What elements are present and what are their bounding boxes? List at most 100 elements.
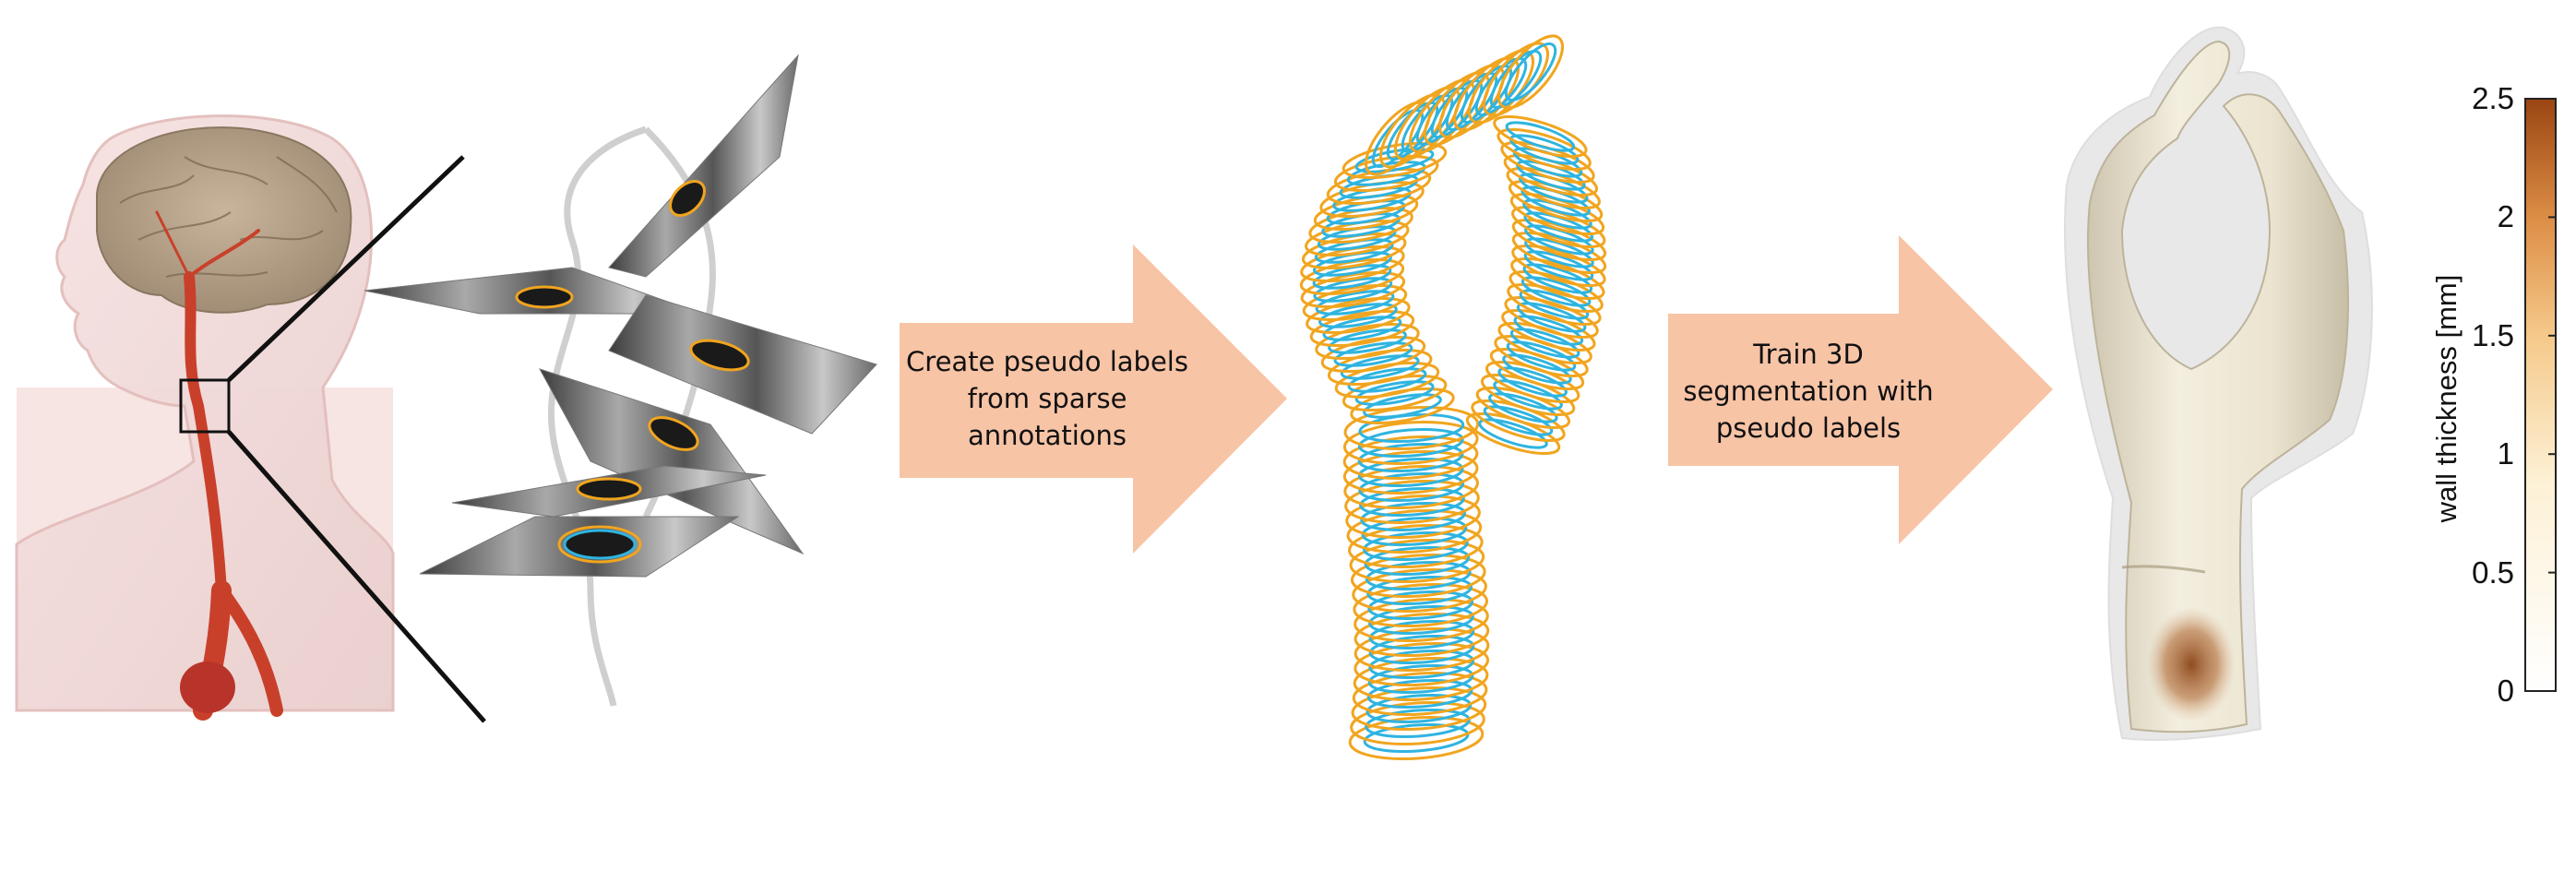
aortic-arch [180,662,235,713]
wall-contour [1493,115,1588,158]
lumen-contour [1513,315,1584,346]
lumen-contour [1363,393,1442,419]
lumen-contour [1506,340,1577,372]
lumen-contour [1328,328,1407,354]
lumen-contour [1367,590,1474,621]
wall-contour [1344,479,1480,525]
wall-contour [1333,154,1439,193]
anatomy-illustration [15,114,395,721]
wall-contour [1351,685,1487,732]
wall-contour [1353,656,1489,702]
wall-contour [1300,270,1406,309]
lumen-contour [1368,634,1475,665]
wall-contour [1510,257,1605,300]
wall-contour [1504,296,1599,339]
lumen-contour [1357,457,1464,488]
lumen-contour [1493,379,1563,411]
zoom-line-top [227,155,465,382]
wall-contour [1354,626,1490,673]
colorbar-tick-label: 0 [2497,673,2514,708]
zoom-box [179,378,231,434]
wall-contour [1343,464,1479,510]
lumen-contour [1313,277,1393,303]
lumen-contour [1516,302,1587,333]
step-1-label: Create pseudo labels from sparse annotat… [906,346,1188,451]
lumen-contour [1354,148,1435,173]
wall-contour [1350,553,1486,599]
lumen-contour [1361,516,1468,547]
lumen-contour [1358,471,1465,503]
wall-contour [1350,700,1485,746]
lumen-contour [1358,412,1465,444]
lumen-contour [1505,121,1576,152]
lumen-contour [1315,290,1395,316]
slice-6-wall [557,525,642,564]
wall-contour [1334,361,1440,399]
lumen-contour [1523,250,1594,281]
lumen-contour [1366,575,1473,606]
lumen-contour [1504,42,1557,101]
colorbar-tick-label: 1 [2497,436,2514,471]
slice-4 [538,368,805,555]
wall-contour [1507,283,1602,326]
wall-contour [1497,34,1564,110]
lumen-contour [1347,367,1427,393]
lumen-contour [1488,392,1558,423]
brain-shape [96,126,352,314]
wall-contour [1354,641,1490,687]
wall-contour [1354,597,1489,643]
surface-crease [2121,565,2206,574]
lumen-contour [1497,366,1568,398]
colorbar-gradient [2524,98,2557,692]
lumen-contour [1489,50,1543,109]
lumen-surface [2087,40,2349,733]
colorbar-tick-label: 2.5 [2472,81,2514,115]
lumen-contour [1524,237,1594,268]
wall-contour [1342,141,1448,180]
colorbar-tick-label: 2 [2497,199,2514,234]
wall-contour [1327,348,1433,387]
thick-wall-region [2147,607,2236,721]
mri-slices [364,54,877,707]
wall-contour [1509,270,1604,313]
wall-contour [1309,309,1415,348]
lumen-contour [1521,276,1592,307]
vessel-surface-model [2064,26,2373,741]
wall-contour [1511,244,1606,287]
colorbar-tick-label: 1.5 [2472,317,2514,352]
lumen-contour [1478,418,1548,449]
wall-contour [1511,232,1607,274]
lumen-contour [1340,354,1420,380]
wall-contour [1352,671,1488,717]
wall-contour [1348,715,1485,761]
wall-contour [1345,494,1481,540]
slice-4-lumen [648,416,699,451]
lumen-contour [1322,316,1402,341]
lumen-contour [1502,353,1572,385]
wall-contour [1320,335,1426,374]
wall-contour [1343,405,1480,451]
colorbar-tick-label: 0.5 [2472,554,2514,590]
lumen-contour [1354,380,1435,406]
wall-contour [1342,435,1479,481]
lumen-contour [1359,486,1465,518]
lumen-contour [1368,649,1475,680]
lumen-contour [1357,442,1464,473]
contour-stack [1299,34,1607,761]
colorbar-ticks [2548,98,2556,692]
wall-contour [1342,420,1479,466]
wall-contour [1349,538,1485,584]
wall-contour [1352,567,1487,614]
wall-contour [1348,523,1484,569]
colorbar [2524,98,2557,692]
slice-6-lumen [563,529,637,560]
wall-contour [1342,449,1479,495]
lumen-contour [1519,289,1590,320]
lumen-contour [1362,530,1469,562]
lumen-contour [1368,604,1474,636]
slice-1-lumen [669,180,706,217]
step-2-label: Train 3D segmentation with pseudo labels [1683,339,1934,444]
wall-contour [1306,296,1411,335]
lumen-contour [1360,501,1466,532]
